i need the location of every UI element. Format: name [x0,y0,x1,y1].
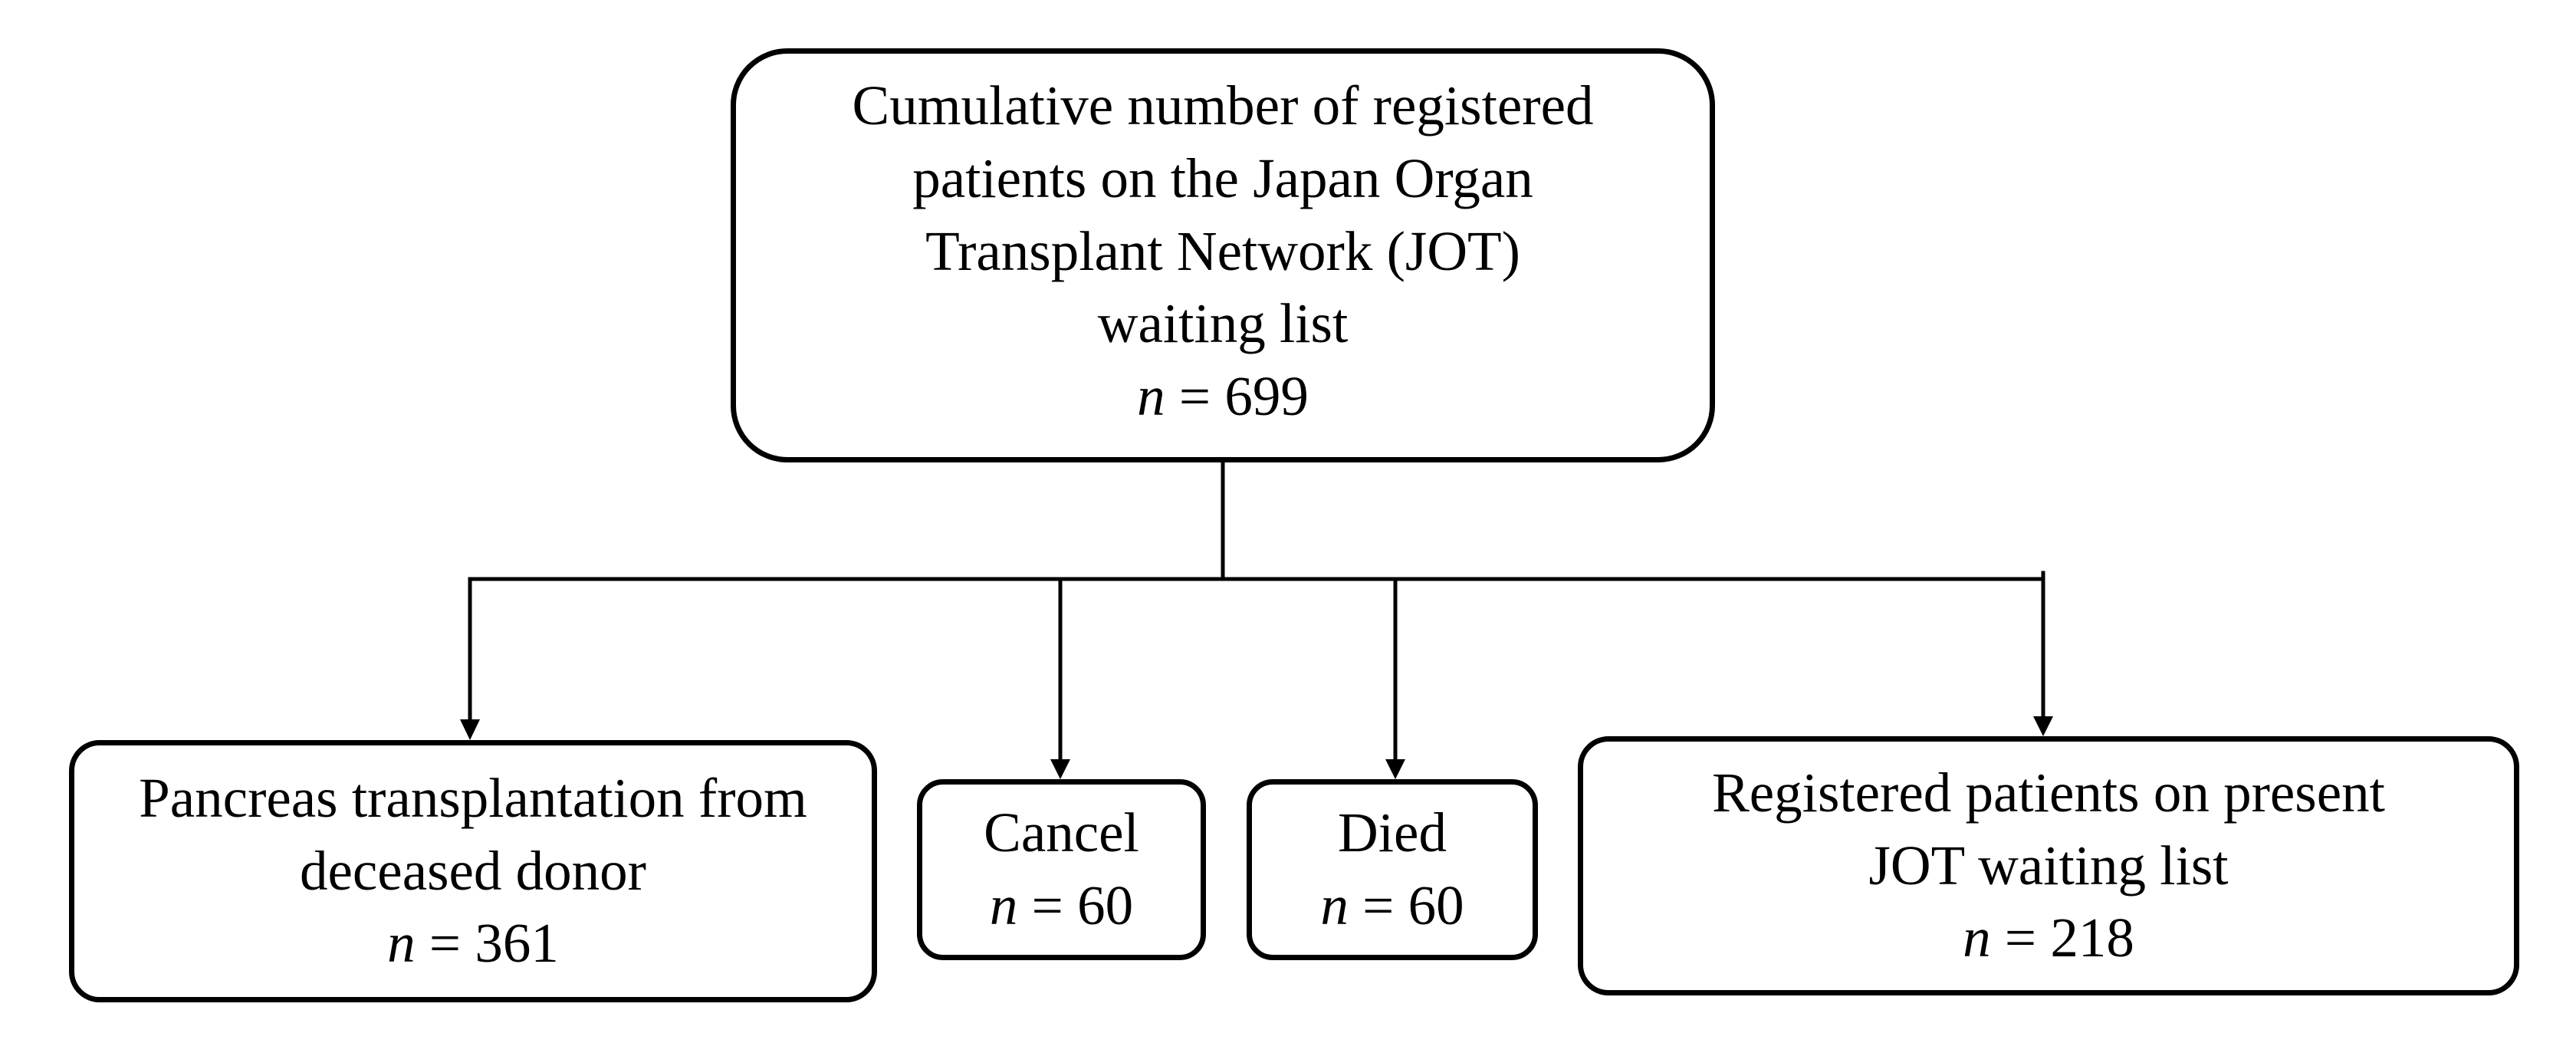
outcome-node-cancel: Cancel n = 60 [917,779,1206,960]
root-node-jot-waiting-list: Cumulative number of registered patients… [731,48,1715,462]
n-symbol: n [387,912,416,975]
n-symbol: n [1963,906,1991,969]
outcome-text-line: JOT waiting list [1868,834,2229,897]
root-count: n = 699 [1137,360,1309,433]
n-symbol: n [1320,874,1349,936]
outcome-count: n = 218 [1963,902,2134,975]
outcome-count: n = 60 [990,870,1133,943]
outcome-text-line: Pancreas transplantation from [139,766,807,829]
root-text-line: Cumulative number of registered [852,74,1594,137]
root-count-value: = 699 [1165,365,1309,428]
outcome-node-transplantation: Pancreas transplantation from deceased d… [69,740,877,1002]
outcome-text-line: deceased donor [300,839,646,902]
outcome-count-value: = 60 [1348,874,1464,936]
n-symbol: n [989,874,1018,936]
arrowhead-2 [1050,759,1070,779]
outcome-text-line: Cancel [984,801,1139,864]
arrowhead-4 [2033,716,2053,736]
root-text-line: Transplant Network (JOT) [925,219,1520,282]
outcome-count: n = 361 [387,907,559,980]
arrowhead-1 [460,719,480,740]
outcome-node-registered-present: Registered patients on present JOT waiti… [1578,736,2519,995]
arrowhead-3 [1385,759,1405,779]
outcome-count-value: = 218 [1990,906,2134,969]
outcome-node-died: Died n = 60 [1247,779,1538,960]
outcome-text-line: Registered patients on present [1712,761,2385,824]
n-symbol: n [1137,365,1165,428]
outcome-text-line: Died [1338,801,1447,864]
root-text-line: waiting list [1097,292,1349,355]
outcome-count-value: = 361 [415,912,559,975]
outcome-count-value: = 60 [1017,874,1134,936]
outcome-count: n = 60 [1320,870,1464,943]
root-text-line: patients on the Japan Organ [912,146,1533,209]
